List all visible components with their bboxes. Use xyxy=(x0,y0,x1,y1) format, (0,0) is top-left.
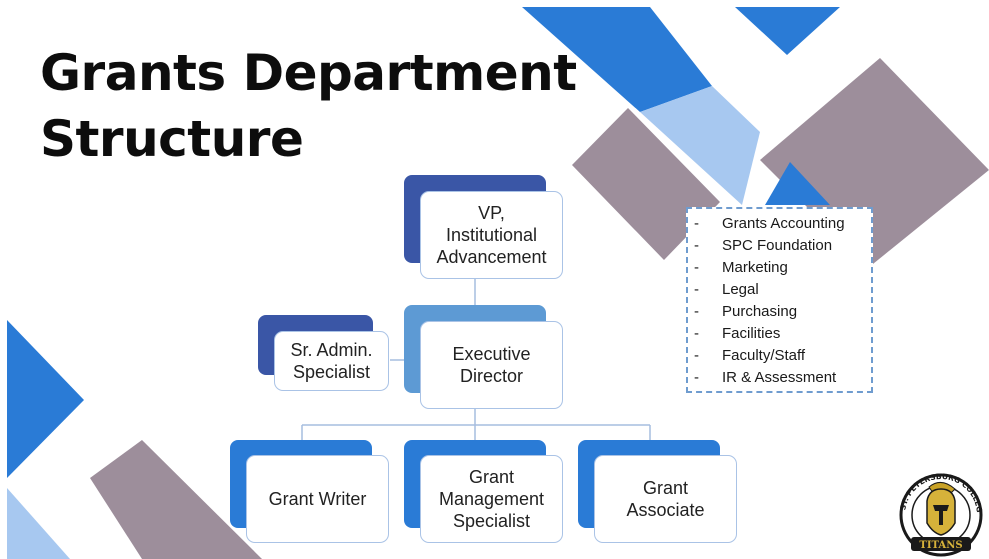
staff-node-2-line-1: Grant xyxy=(468,467,514,487)
assistant-node: Sr. Admin. Specialist xyxy=(274,331,389,391)
blue-triangle-top xyxy=(735,7,840,55)
staff-node-1-line-1: Grant Writer xyxy=(268,489,367,509)
blue-band-top xyxy=(522,7,712,112)
staff-node-2-line-3: Specialist xyxy=(452,511,531,531)
staff-node-3-line-2: Associate xyxy=(626,500,705,520)
department-item: -Marketing xyxy=(694,259,788,276)
departments-box: -Grants Accounting -SPC Foundation -Mark… xyxy=(686,207,873,393)
director-node-line-2: Director xyxy=(459,366,523,386)
blue-triangle-left xyxy=(7,320,84,478)
vp-node-line-3: Advancement xyxy=(436,247,547,267)
staff-node-3-line-1: Grant xyxy=(642,478,688,498)
department-item: -Purchasing xyxy=(694,303,798,320)
helmet-visor-icon xyxy=(933,505,949,525)
department-item: -Faculty/Staff xyxy=(694,347,806,364)
slide-title-line-2: Structure xyxy=(40,110,304,168)
assistant-node-line-1: Sr. Admin. xyxy=(290,340,373,360)
vp-node: VP, Institutional Advancement xyxy=(420,191,563,279)
department-item: -SPC Foundation xyxy=(694,237,833,254)
staff-node-2: Grant Management Specialist xyxy=(420,455,563,543)
vp-node-line-1: VP, xyxy=(478,203,505,223)
department-item: -Legal xyxy=(694,281,759,298)
college-logo: ST. PETERSBURG COLLEGE TITANS xyxy=(893,463,984,557)
blue-small-triangle xyxy=(765,162,830,205)
staff-node-1: Grant Writer xyxy=(246,455,389,543)
light-blue-triangle-bottom xyxy=(7,488,70,559)
slide-title: Grants Department Structure xyxy=(40,40,577,172)
staff-node-3: Grant Associate xyxy=(594,455,737,543)
assistant-node-line-2: Specialist xyxy=(292,362,371,382)
slide-title-line-1: Grants Department xyxy=(40,44,577,102)
department-item: -Grants Accounting xyxy=(694,215,845,232)
department-item: -IR & Assessment xyxy=(694,369,837,386)
light-blue-diamond xyxy=(640,86,760,205)
logo-banner-text: TITANS xyxy=(919,540,962,551)
director-node-line-1: Executive xyxy=(452,344,531,364)
staff-node-2-line-2: Management xyxy=(438,489,545,509)
director-node: Executive Director xyxy=(420,321,563,409)
mauve-band-bottom xyxy=(90,440,262,559)
department-item: -Facilities xyxy=(694,325,781,342)
departments-list: -Grants Accounting -SPC Foundation -Mark… xyxy=(692,213,867,389)
vp-node-line-2: Institutional xyxy=(445,225,538,245)
logo-banner xyxy=(911,537,971,551)
mauve-diamond-left xyxy=(572,108,720,260)
